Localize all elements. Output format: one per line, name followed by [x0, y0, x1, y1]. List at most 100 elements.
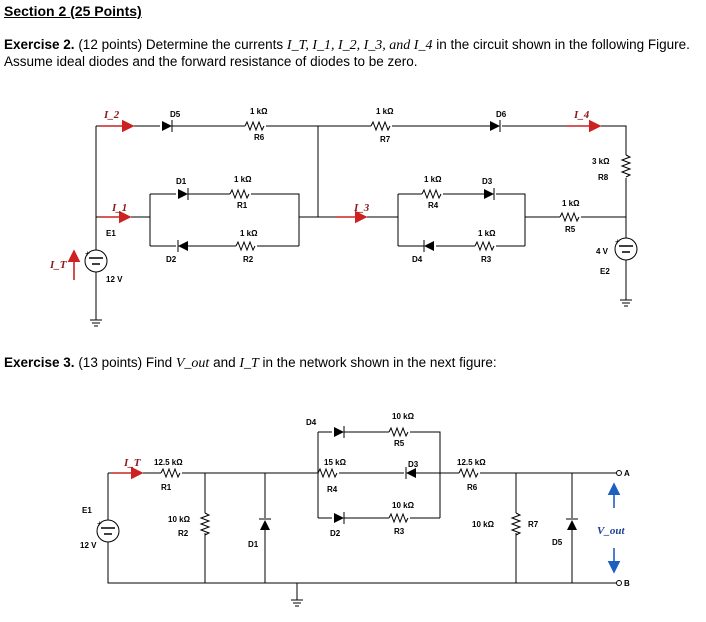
c1-ground-right-icon	[620, 299, 632, 307]
c1-d4-label: D4	[412, 255, 423, 264]
c1-r7-value: 1 kΩ	[376, 107, 394, 116]
c2-diode-d4-symbol	[334, 426, 345, 438]
c1-current-i1-label: I_1	[111, 202, 127, 214]
c1-r5-name: R5	[565, 225, 576, 234]
c1-diode-d5-symbol	[162, 120, 173, 132]
c1-r4-name: R4	[428, 201, 439, 210]
exercise-3-text: Exercise 3. (13 points) Find V_out and I…	[4, 355, 704, 372]
exercise-3-label: Exercise 3.	[4, 355, 75, 370]
exercise-2-label: Exercise 2.	[4, 37, 75, 52]
c1-resistor-r1-symbol	[229, 188, 250, 200]
c1-resistor-r8-symbol	[620, 154, 632, 178]
c2-e1-name: E1	[82, 506, 92, 515]
c1-e1-value: 12 V	[106, 275, 123, 284]
c1-r6-name: R6	[254, 133, 265, 142]
c2-source-e1-symbol: +	[96, 519, 120, 543]
c2-r6-value: 12.5 kΩ	[457, 458, 486, 467]
c1-r2-name: R2	[243, 255, 254, 264]
circuit-2	[107, 431, 616, 600]
exercise-3-text-after: in the network shown in the next figure:	[258, 355, 497, 370]
c1-resistor-r3-symbol	[474, 240, 495, 252]
circuit-1	[95, 125, 627, 320]
exercise-2-text: Exercise 2. (12 points) Determine the cu…	[4, 37, 704, 70]
c1-e1-name: E1	[106, 229, 116, 238]
c1-r3-value: 1 kΩ	[478, 229, 496, 238]
c1-diode-d4-symbol	[423, 240, 434, 252]
c1-resistor-r2-symbol	[235, 240, 256, 252]
c1-ground-left-icon	[90, 319, 102, 327]
exercise-3-text-mid: and	[209, 355, 240, 370]
c1-diode-d2-symbol	[177, 240, 188, 252]
svg-text:+: +	[85, 249, 90, 258]
c1-d6-label: D6	[496, 110, 507, 119]
exercise-3-math-it: I_T	[239, 356, 259, 371]
c2-resistor-r4-symbol	[317, 467, 338, 479]
c1-current-i2-label: I_2	[103, 109, 120, 121]
c2-d2-label: D2	[330, 529, 341, 538]
c1-resistor-r6-symbol	[244, 120, 265, 132]
c2-r7-name: R7	[528, 520, 539, 529]
c2-resistor-r1-symbol	[160, 467, 181, 479]
c2-diode-d3-symbol	[405, 467, 416, 479]
c1-e2-name: E2	[600, 267, 610, 276]
c1-e2-value: 4 V	[596, 247, 609, 256]
c2-terminal-b-label: B	[624, 579, 630, 588]
c2-resistor-r5-symbol	[388, 426, 409, 438]
c2-resistor-r2-symbol	[199, 512, 211, 536]
c2-r5-value: 10 kΩ	[392, 412, 415, 421]
c1-r7-name: R7	[380, 135, 391, 144]
c1-r1-value: 1 kΩ	[234, 175, 252, 184]
c1-r4-value: 1 kΩ	[424, 175, 442, 184]
c2-r4-name: R4	[327, 485, 338, 494]
c2-r2-value: 10 kΩ	[168, 515, 191, 524]
svg-text:+: +	[97, 519, 102, 528]
c2-vout-label: V_out	[597, 525, 625, 537]
c1-r6-value: 1 kΩ	[250, 107, 268, 116]
c2-diode-d1-symbol	[259, 518, 271, 530]
c2-terminal-b-icon	[616, 580, 622, 586]
c2-r1-name: R1	[161, 483, 172, 492]
c2-resistor-r6-symbol	[458, 467, 479, 479]
c1-resistor-r4-symbol	[421, 188, 442, 200]
c2-resistor-r7-symbol	[510, 512, 522, 536]
c2-r6-name: R6	[467, 483, 478, 492]
c1-current-it-label: I_T	[49, 259, 68, 271]
c1-diode-d1-symbol	[178, 188, 189, 200]
c1-source-e2-symbol: +	[614, 237, 638, 261]
c2-d4-label: D4	[306, 418, 317, 427]
c1-diode-d3-symbol	[484, 188, 495, 200]
c2-d3-label: D3	[408, 460, 419, 469]
exercise-2-text-after: in the circuit shown in the following Fi…	[4, 37, 690, 69]
section-title: Section 2 (25 Points)	[4, 3, 142, 19]
c1-source-e1-symbol: +	[84, 249, 108, 273]
c1-r8-value: 3 kΩ	[592, 157, 610, 166]
c1-d2-label: D2	[166, 255, 177, 264]
c2-r3-value: 10 kΩ	[392, 501, 415, 510]
exercise-2-text-before: (12 points) Determine the currents	[74, 37, 287, 52]
c2-r1-value: 12.5 kΩ	[154, 458, 183, 467]
c1-resistor-r7-symbol	[370, 120, 391, 132]
c2-resistor-r3-symbol	[388, 512, 409, 524]
c1-r5-value: 1 kΩ	[562, 199, 580, 208]
c1-r2-value: 1 kΩ	[240, 229, 258, 238]
c1-current-i3-label: I_3	[353, 202, 370, 214]
exercise-3-math-vout: V_out	[175, 356, 210, 371]
c2-d1-label: D1	[248, 540, 259, 549]
c1-d1-label: D1	[176, 177, 187, 186]
c2-r7-value: 10 kΩ	[472, 520, 495, 529]
c1-d3-label: D3	[482, 177, 493, 186]
c2-r2-name: R2	[178, 529, 189, 538]
c2-current-it-label: I_T	[123, 457, 142, 469]
c2-diode-d5-symbol	[566, 518, 578, 530]
c2-diode-d2-symbol	[334, 512, 345, 524]
c1-diode-d6-symbol	[490, 120, 501, 132]
c2-e1-value: 12 V	[80, 541, 97, 550]
svg-text:+: +	[615, 237, 620, 246]
c1-r1-name: R1	[237, 201, 248, 210]
c2-terminal-a-icon	[616, 470, 622, 476]
c1-resistor-r5-symbol	[559, 211, 580, 223]
exercise-3-text-before: (13 points) Find	[74, 355, 176, 370]
c2-terminal-a-label: A	[624, 469, 630, 478]
c2-ground-icon	[291, 599, 303, 607]
c2-r3-name: R3	[394, 527, 405, 536]
